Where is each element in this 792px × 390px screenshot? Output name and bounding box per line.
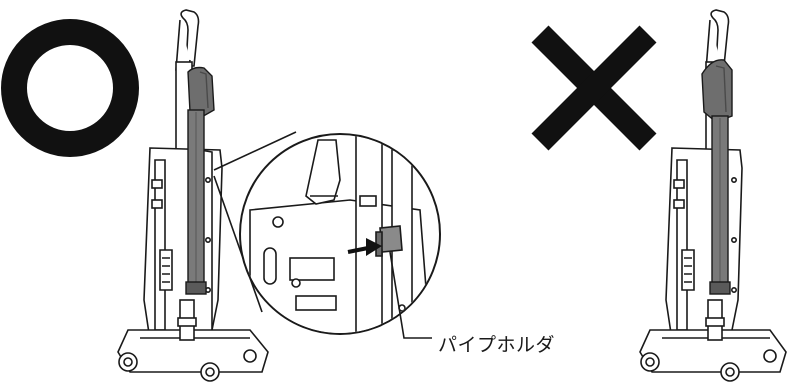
correct-circle-icon xyxy=(14,32,126,144)
incorrect-cross-icon xyxy=(540,34,648,142)
pipe-holder-label: パイプホルダ xyxy=(438,330,555,357)
zoom-callout xyxy=(214,130,440,350)
